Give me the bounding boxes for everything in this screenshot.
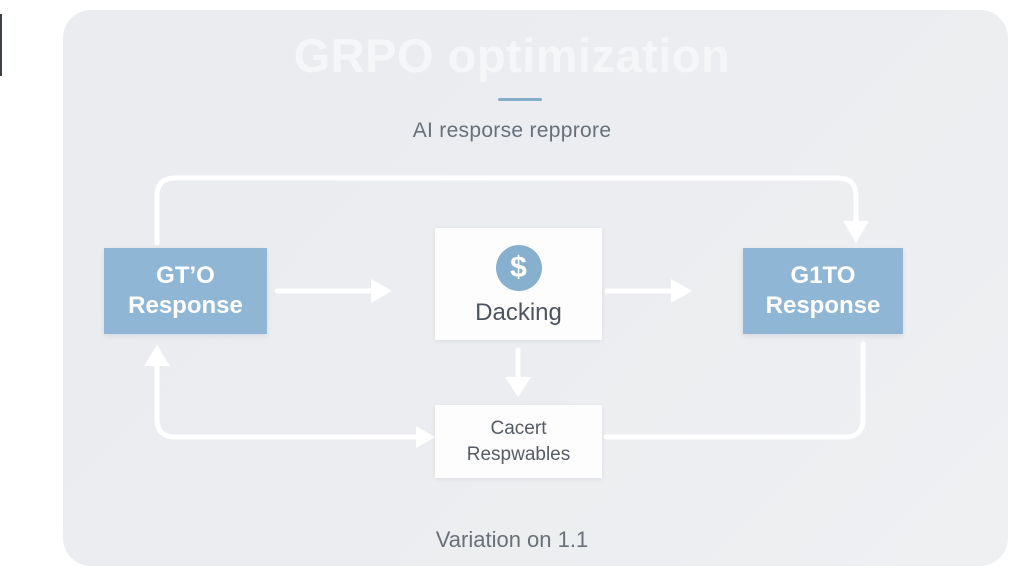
node-gto-response: GT’O Response <box>104 248 267 334</box>
footer-caption: Variation on 1.1 <box>435 527 589 552</box>
node-g1to-response: G1TO Response <box>743 248 903 334</box>
title-divider <box>498 98 542 101</box>
page-title: GRPO optimization <box>293 29 731 82</box>
node-g1to-response-line1: G1TO <box>790 262 856 289</box>
screen-edge-artifact <box>0 14 2 76</box>
node-gto-response-line1: GT’O <box>156 262 215 289</box>
dollar-glyph: $ <box>510 251 527 284</box>
node-cacert-line2: Respwables <box>466 443 571 465</box>
node-cacert-respwables: Cacert Respwables <box>435 405 602 478</box>
page-subtitle: AI resporse repprore <box>412 119 612 142</box>
node-dacking: $ Dacking <box>435 228 602 340</box>
node-gto-response-line2: Response <box>128 292 243 319</box>
dollar-icon: $ <box>495 245 542 291</box>
node-g1to-response-line2: Response <box>765 292 881 319</box>
node-cacert-line1: Cacert <box>490 417 547 439</box>
node-dacking-label: Dacking <box>475 299 562 326</box>
